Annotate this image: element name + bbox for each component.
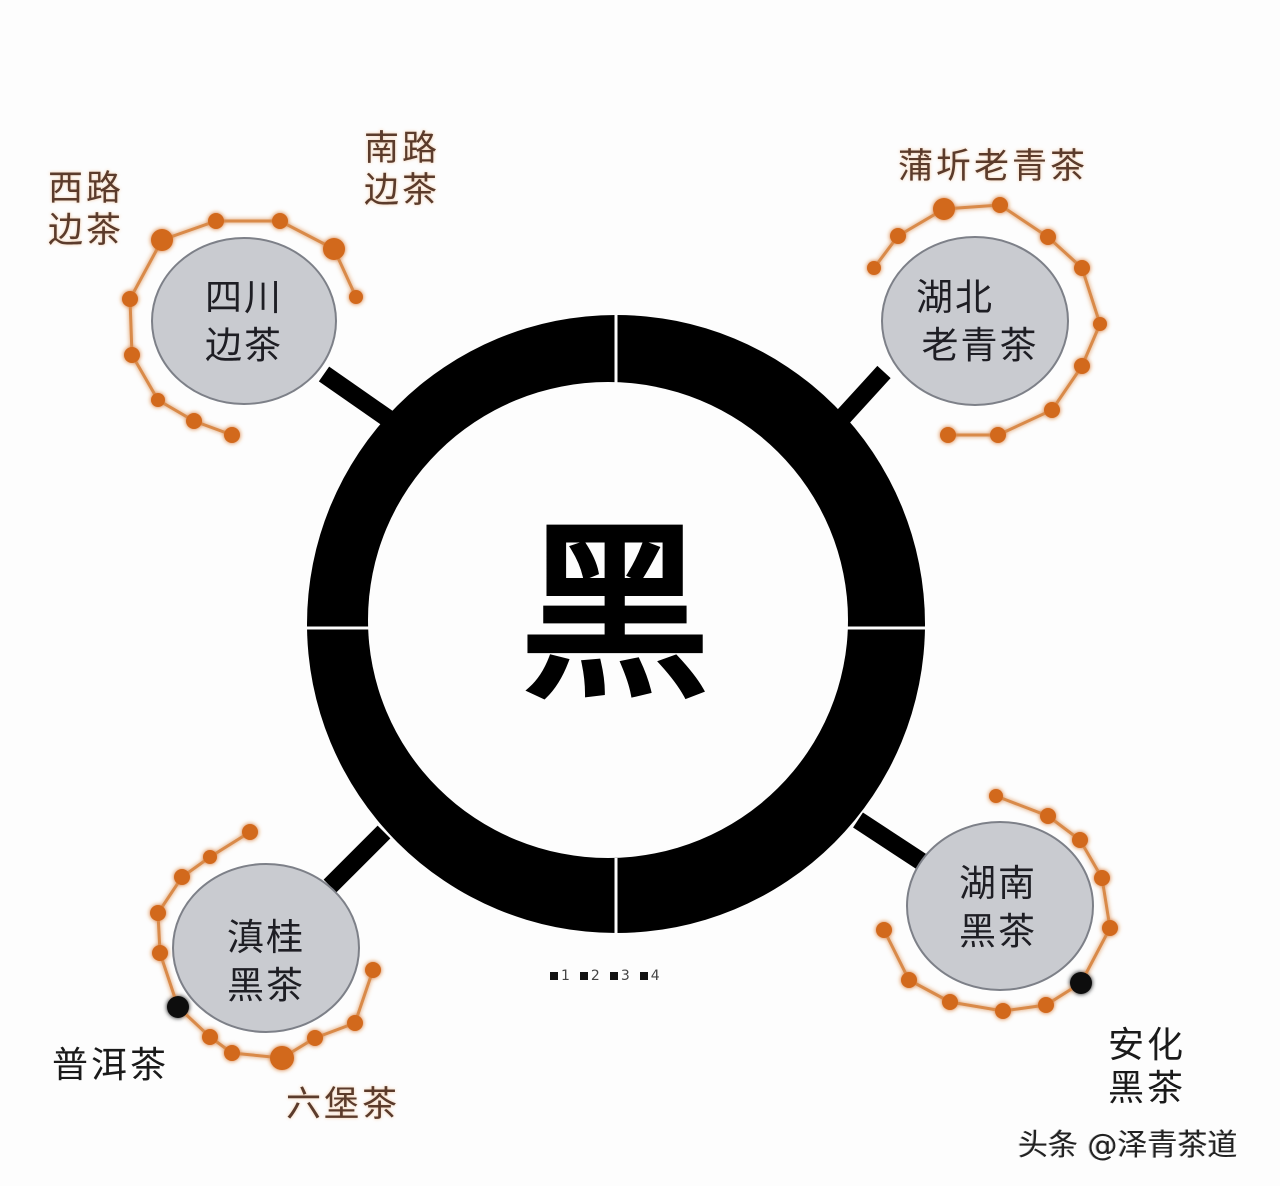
label-nanlu-biancha: 南路 边茶: [364, 128, 440, 212]
label-xilu-biancha: 西路 边茶: [48, 168, 124, 252]
legend-label: 4: [650, 968, 660, 984]
beads-hubei: [867, 197, 1107, 443]
node-hubei-line1: 湖北: [916, 276, 994, 319]
watermark: 头条 @泽青茶道: [1018, 1128, 1238, 1163]
legend-item-2: 2: [579, 968, 600, 984]
legend-label: 1: [561, 968, 570, 984]
node-diangui-line1: 滇桂: [227, 916, 305, 959]
connector-diangui: [323, 825, 391, 893]
node-diangui-circle: [172, 863, 360, 1033]
beads-sichuan: [122, 213, 363, 443]
anhua-marker-bead: [1070, 972, 1092, 994]
label-puqi-laoqingcha: 蒲圻老青茶: [898, 147, 1089, 187]
node-hunan-circle: [906, 821, 1094, 991]
label-anhua-line2: 黑茶: [1108, 1068, 1187, 1110]
node-sichuan-line2: 边茶: [205, 324, 283, 367]
legend-label: 3: [620, 968, 630, 984]
node-hubei: 湖北 老青茶: [900, 274, 1060, 370]
bead-arcs: [122, 197, 1118, 1070]
connector-lines: [318, 365, 927, 893]
label-nanlu-line1: 南路: [364, 129, 441, 169]
beads-hunan: [876, 789, 1118, 1019]
node-sichuan-circle: [151, 237, 337, 405]
legend-square-icon: [550, 972, 558, 980]
legend-item-4: 4: [639, 968, 660, 984]
label-xilu-line1: 西路: [48, 169, 125, 209]
legend-item-3: 3: [609, 968, 630, 984]
node-sichuan-line1: 四川: [205, 276, 283, 319]
node-diangui-line2: 黑茶: [227, 964, 305, 1007]
node-hunan: 湖南 黑茶: [918, 860, 1078, 956]
label-nanlu-line2: 边茶: [364, 171, 441, 211]
node-hunan-line1: 湖南: [959, 862, 1037, 905]
center-character: 黑: [520, 504, 711, 725]
legend-square-icon: [579, 972, 588, 980]
node-sichuan: 四川 边茶: [164, 274, 324, 370]
satellite-nodes: [151, 236, 1094, 1033]
legend-label: 2: [590, 968, 600, 984]
legend: 1 2 3 4: [550, 968, 660, 984]
legend-square-icon: [609, 972, 618, 980]
label-xilu-line2: 边茶: [48, 211, 125, 251]
label-puercha: 普洱茶: [52, 1045, 170, 1086]
legend-item-1: 1: [550, 968, 570, 984]
node-hubei-circle: [881, 236, 1069, 406]
connector-sichuan: [318, 366, 396, 428]
legend-square-icon: [639, 972, 648, 980]
node-hunan-line2: 黑茶: [959, 910, 1037, 953]
node-hubei-line2: 老青茶: [921, 324, 1039, 367]
label-liubaocha: 六堡茶: [286, 1085, 401, 1125]
connector-hunan: [853, 812, 927, 870]
node-diangui: 滇桂 黑茶: [186, 914, 346, 1010]
center-ring: [304, 312, 928, 936]
connector-hubei: [835, 365, 891, 425]
label-anhua-line1: 安化: [1108, 1025, 1187, 1066]
beads-diangui: [150, 824, 381, 1070]
label-anhua-heicha: 安化 黑茶: [1108, 1024, 1186, 1110]
puer-marker-bead: [167, 996, 189, 1018]
